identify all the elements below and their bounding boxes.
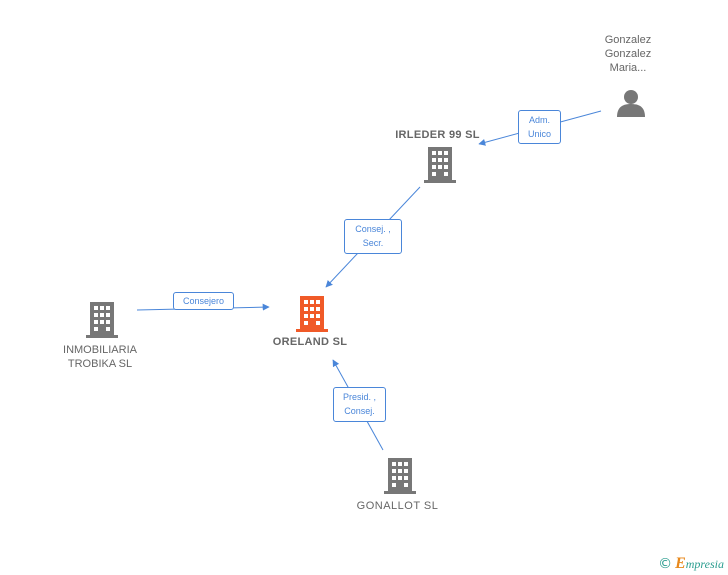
- building-icon[interactable]: [384, 458, 416, 494]
- copyright-icon: ©: [658, 556, 673, 572]
- empresia-logo[interactable]: © Empresia: [658, 555, 724, 573]
- node-label-oreland[interactable]: ORELAND SL: [272, 336, 348, 348]
- building-icon-focus[interactable]: [296, 296, 328, 332]
- edge-label-line: Unico: [527, 129, 551, 139]
- node-label-inmobiliaria[interactable]: INMOBILIARIA TROBIKA SL: [63, 344, 137, 370]
- person-icon[interactable]: [616, 88, 646, 118]
- edge-label-line: Presid. ,: [342, 392, 376, 402]
- edge-label-line: Adm.: [528, 115, 550, 125]
- building-icon[interactable]: [86, 302, 118, 338]
- building-icon[interactable]: [424, 147, 456, 183]
- edge-label-line: Consej. ,: [355, 224, 391, 234]
- brand-name: mpresia: [685, 557, 724, 571]
- edge-label-line: Consej.: [344, 406, 375, 416]
- node-label-gonallot[interactable]: GONALLOT SL: [356, 500, 439, 512]
- edge-label-line: Secr.: [362, 238, 384, 248]
- edge-label-presid-consej[interactable]: Presid. , Consej.: [333, 387, 386, 422]
- brand-initial: E: [675, 555, 686, 572]
- node-label-irleder[interactable]: IRLEDER 99 SL: [395, 129, 480, 141]
- node-label-gonzalez[interactable]: Gonzalez Gonzalez Maria...: [604, 34, 652, 74]
- edge-label-adm-unico[interactable]: Adm. Unico: [518, 110, 561, 144]
- edge-label-line: Consejero: [182, 296, 225, 306]
- edge-label-consej-secr[interactable]: Consej. , Secr.: [344, 219, 402, 254]
- edge-label-consejero[interactable]: Consejero: [173, 292, 234, 310]
